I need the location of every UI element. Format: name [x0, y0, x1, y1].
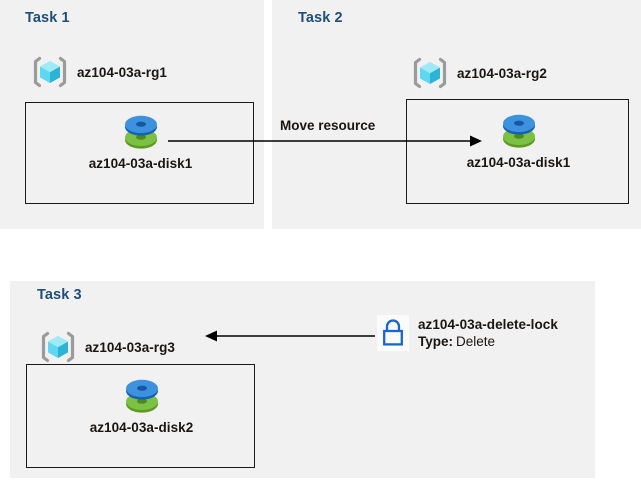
resource-box-task2: az104-03a-disk1: [406, 99, 629, 204]
delete-lock-block: az104-03a-delete-lock Type:Delete: [377, 315, 558, 351]
arrow-delete-lock: [205, 330, 375, 342]
delete-lock-type-line: Type:Delete: [418, 333, 558, 350]
resource-group-label-task2: az104-03a-rg2: [457, 65, 547, 81]
delete-lock-name: az104-03a-delete-lock: [418, 317, 558, 332]
task-panel-task2: Task 2 az104-03a-rg2: [272, 0, 641, 229]
resource-group-label-task3: az104-03a-rg3: [85, 339, 175, 355]
task-panel-task1: Task 1 az104-03a-rg1: [0, 0, 264, 229]
panel-title-task1: Task 1: [25, 10, 70, 26]
resource-box-task1: az104-03a-disk1: [25, 102, 254, 204]
disk-task3: az104-03a-disk2: [27, 375, 256, 435]
disk-label-task2: az104-03a-disk1: [466, 155, 571, 170]
delete-lock-type-key: Type:: [418, 334, 454, 349]
disk-label-task1: az104-03a-disk1: [88, 156, 193, 171]
resource-group-cube-icon: [30, 52, 70, 92]
resource-group-cube-icon: [38, 327, 78, 367]
resource-box-task3: az104-03a-disk2: [26, 364, 255, 468]
managed-disk-icon: [119, 111, 163, 153]
delete-lock-type-value: Delete: [456, 334, 496, 349]
resource-group-label-task1: az104-03a-rg1: [77, 64, 167, 80]
delete-lock-text: az104-03a-delete-lock Type:Delete: [418, 315, 558, 350]
managed-disk-icon: [497, 110, 541, 152]
task-panel-task3: Task 3 az104-03a-rg3: [10, 281, 595, 478]
resource-group-task3: az104-03a-rg3: [38, 327, 175, 367]
disk-label-task3: az104-03a-disk2: [89, 420, 194, 435]
panel-title-task2: Task 2: [298, 10, 343, 26]
resource-group-cube-icon: [410, 53, 450, 93]
managed-disk-icon: [120, 375, 164, 417]
arrow-move-resource: [168, 135, 482, 147]
resource-group-task2: az104-03a-rg2: [410, 53, 547, 93]
connector-label-move-resource: Move resource: [280, 118, 376, 133]
panel-title-task3: Task 3: [37, 287, 82, 303]
disk-task1: az104-03a-disk1: [26, 111, 255, 171]
lock-icon: [377, 315, 409, 351]
disk-task2: az104-03a-disk1: [407, 110, 630, 170]
resource-group-task1: az104-03a-rg1: [30, 52, 167, 92]
